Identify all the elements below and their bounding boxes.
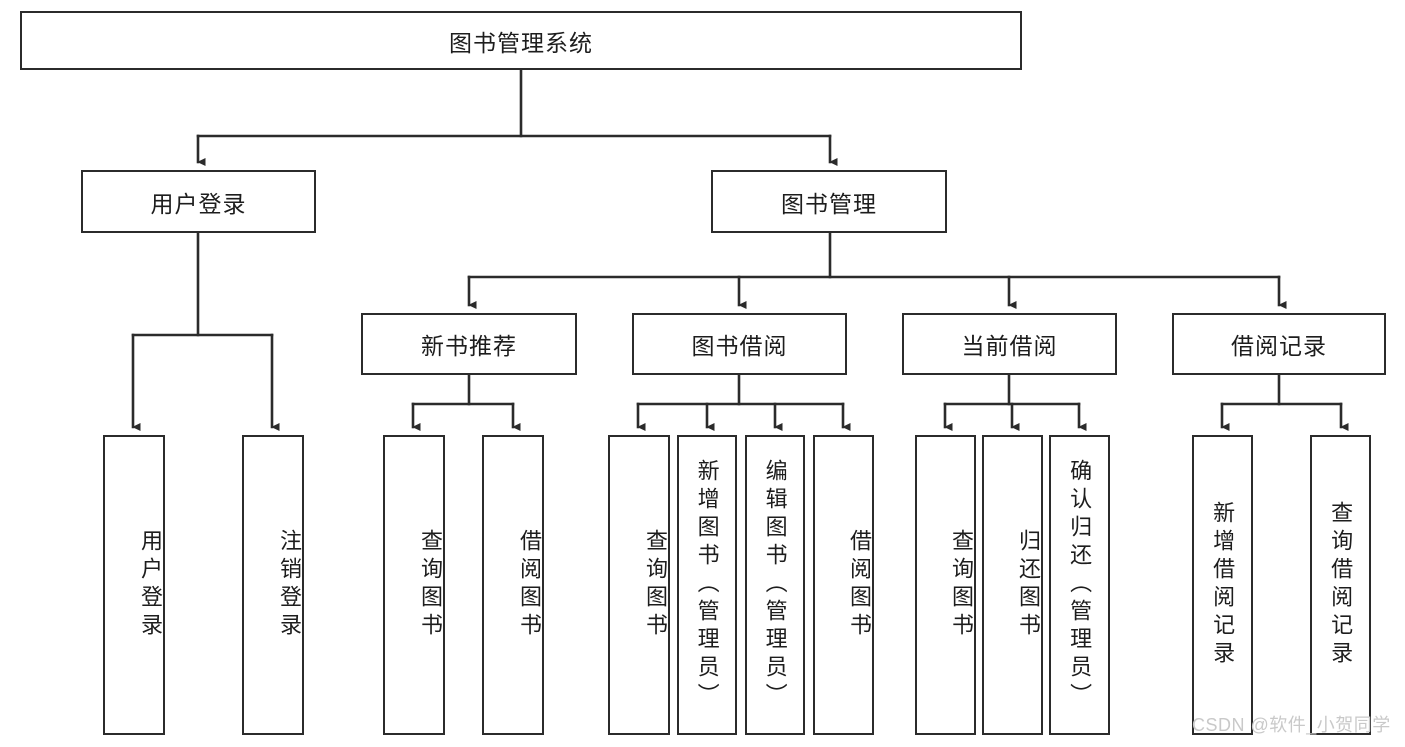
node-label: 查询图书 bbox=[949, 529, 974, 641]
node-label: 借阅图书 bbox=[517, 529, 542, 641]
node-label: 新书推荐 bbox=[421, 333, 517, 359]
node-label: 新增借阅记录 bbox=[1210, 501, 1236, 669]
node-label: 图书管理系统 bbox=[449, 29, 593, 56]
node-label: 图书管理 bbox=[781, 190, 877, 217]
node-label: 图书借阅 bbox=[691, 333, 788, 359]
node-new-book-recommend[interactable]: 新书推荐 bbox=[361, 313, 577, 375]
leaf-book-borrow-edit[interactable]: 编辑图书（管理员） bbox=[745, 435, 805, 735]
node-label: 用户登录 bbox=[138, 529, 163, 641]
leaf-book-borrow-add[interactable]: 新增图书（管理员） bbox=[677, 435, 737, 735]
node-label: 用户登录 bbox=[150, 190, 247, 217]
node-user-login[interactable]: 用户登录 bbox=[81, 170, 316, 233]
node-label: 借阅图书 bbox=[847, 529, 872, 641]
leaf-new-book-borrow[interactable]: 借阅图书 bbox=[482, 435, 544, 735]
leaf-current-borrow-return[interactable]: 归还图书 bbox=[982, 435, 1043, 735]
node-label: 归还图书 bbox=[1016, 529, 1041, 641]
node-label: 借阅记录 bbox=[1231, 333, 1327, 359]
leaf-user-login-logout[interactable]: 注销登录 bbox=[242, 435, 304, 735]
leaf-borrow-record-add[interactable]: 新增借阅记录 bbox=[1192, 435, 1253, 735]
leaf-current-borrow-query[interactable]: 查询图书 bbox=[915, 435, 976, 735]
node-label: 当前借阅 bbox=[961, 333, 1058, 359]
leaf-borrow-record-query[interactable]: 查询借阅记录 bbox=[1310, 435, 1371, 735]
node-label: 注销登录 bbox=[277, 529, 302, 641]
node-label: 查询图书 bbox=[643, 529, 668, 641]
node-current-borrow[interactable]: 当前借阅 bbox=[902, 313, 1117, 375]
leaf-book-borrow-borrow[interactable]: 借阅图书 bbox=[813, 435, 874, 735]
leaf-user-login-login[interactable]: 用户登录 bbox=[103, 435, 165, 735]
node-label: 查询图书 bbox=[418, 529, 443, 641]
node-book-borrow[interactable]: 图书借阅 bbox=[632, 313, 847, 375]
leaf-current-borrow-confirm-return[interactable]: 确认归还（管理员） bbox=[1049, 435, 1110, 735]
node-label: 编辑图书（管理员） bbox=[762, 459, 788, 711]
node-label: 查询借阅记录 bbox=[1328, 501, 1354, 669]
leaf-book-borrow-query[interactable]: 查询图书 bbox=[608, 435, 670, 735]
watermark: CSDN @软件_小贺同学 bbox=[1192, 715, 1391, 735]
node-root-book-management-system[interactable]: 图书管理系统 bbox=[20, 11, 1022, 70]
node-label: 新增图书（管理员） bbox=[694, 459, 720, 711]
node-borrow-record[interactable]: 借阅记录 bbox=[1172, 313, 1386, 375]
node-book-management[interactable]: 图书管理 bbox=[711, 170, 947, 233]
leaf-new-book-query[interactable]: 查询图书 bbox=[383, 435, 445, 735]
node-label: 确认归还（管理员） bbox=[1067, 459, 1093, 711]
